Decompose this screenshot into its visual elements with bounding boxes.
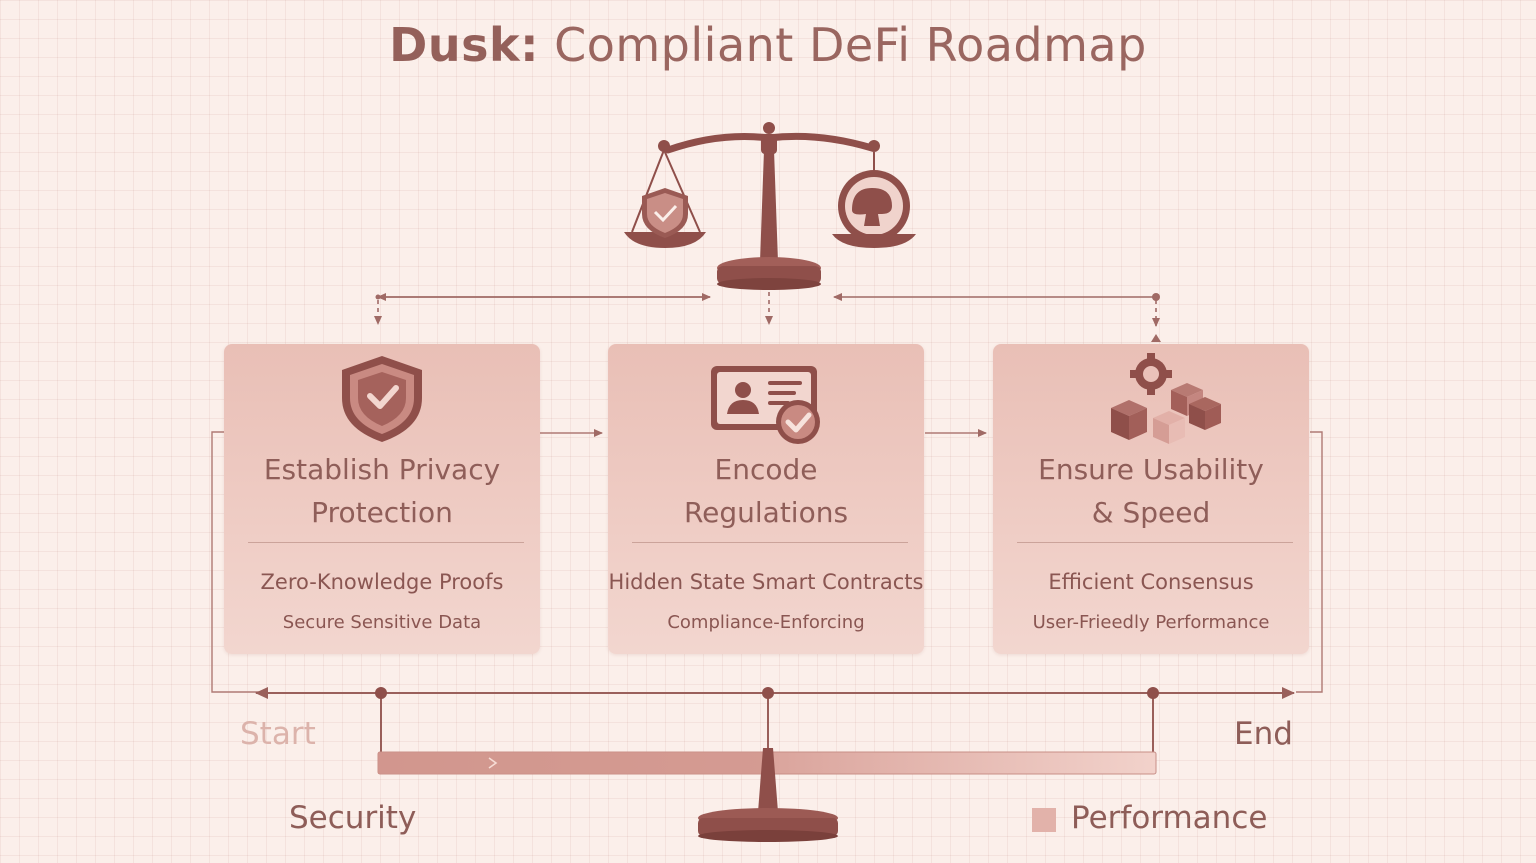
shield-check-icon [342, 356, 422, 442]
card-divider [248, 542, 524, 543]
card-subtitle: Zero-Knowledge Proofs [260, 570, 504, 594]
card-title-line2: & Speed [1091, 496, 1211, 529]
card-title: Ensure Usability & Speed [1003, 448, 1299, 534]
card-title-line1: Ensure Usability [1038, 453, 1264, 486]
top-balance-scale-icon [624, 122, 916, 290]
card-detail: User-Frieedly Performance [1032, 612, 1270, 633]
performance-label: Performance [1071, 800, 1268, 836]
card-divider [1017, 542, 1293, 543]
timeline-end-label: End [1234, 716, 1293, 752]
card-title-line1: Encode [714, 453, 818, 486]
card-divider [632, 542, 908, 543]
page-title: Dusk: Compliant DeFi Roadmap [0, 18, 1536, 72]
title-brand: Dusk: [389, 18, 539, 72]
id-card-check-icon [711, 366, 820, 444]
card-detail: Secure Sensitive Data [282, 612, 482, 633]
card-detail: Compliance-Enforcing [667, 612, 865, 633]
card-title: Establish Privacy Protection [234, 448, 530, 534]
card-subtitle: Hidden State Smart Contracts [608, 570, 924, 594]
fulcrum-stand [698, 748, 838, 842]
security-label: Security [289, 800, 417, 836]
card-subtitle: Efficient Consensus [1048, 570, 1254, 594]
card-privacy: Establish Privacy Protection Zero-Knowle… [224, 344, 540, 654]
card-regulations: Encode Regulations Hidden State Smart Co… [608, 344, 924, 654]
card-title-line2: Regulations [683, 496, 849, 529]
performance-legend-swatch [1032, 808, 1056, 832]
card-title-line1: Establish Privacy [263, 453, 501, 486]
timeline-start-label: Start [240, 716, 316, 752]
card-usability: Ensure Usability & Speed Efficient Conse… [993, 344, 1309, 654]
title-text: Compliant DeFi Roadmap [554, 18, 1147, 72]
card-title: Encode Regulations [618, 448, 914, 534]
cubes-gear-icon [1111, 353, 1221, 444]
card-title-line2: Protection [311, 496, 453, 529]
